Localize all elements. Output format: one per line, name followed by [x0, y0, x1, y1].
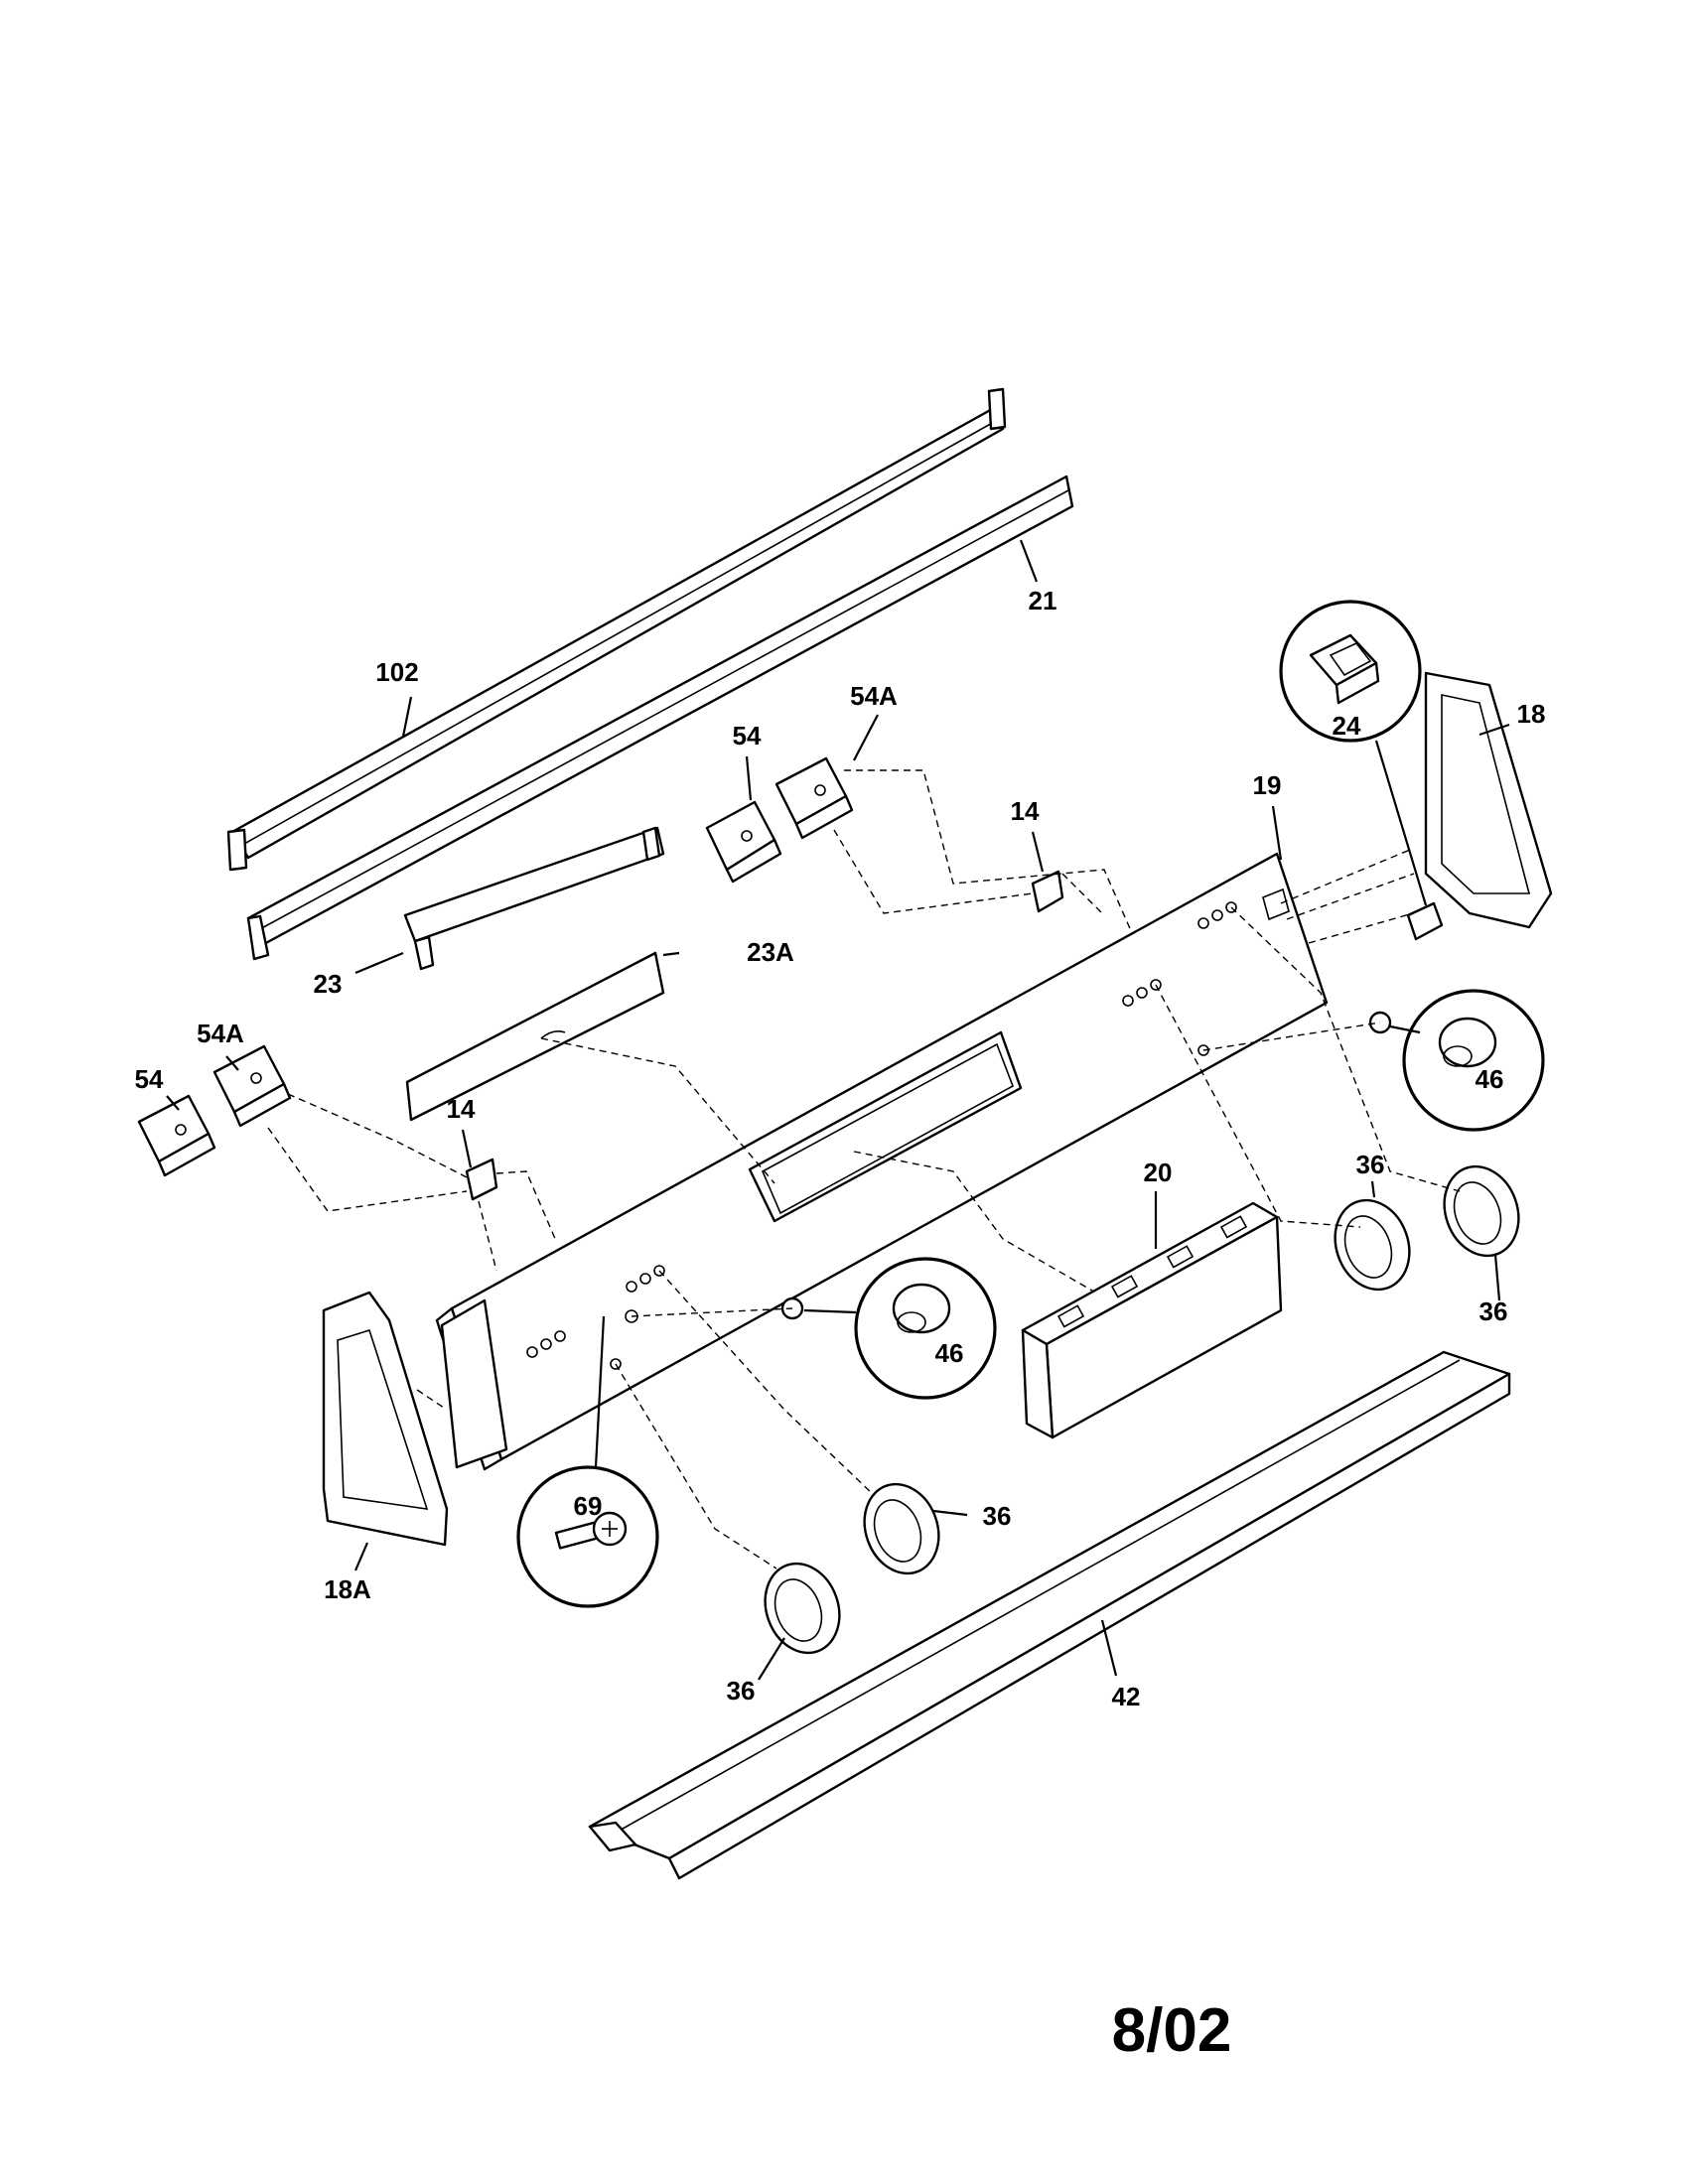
part-19-control-panel: [435, 852, 1329, 1471]
label-36-bottom: 36: [727, 1676, 756, 1706]
part-23-bracket: [403, 826, 665, 971]
part-54a-switch-top: [774, 756, 854, 840]
part-18a-end-cap-left: [322, 1291, 449, 1547]
leader-lines: [166, 539, 1510, 1681]
part-labels: 102 21 54 54A 14 19 24 18 23 23A 46 54A …: [135, 586, 1546, 1711]
label-36-right-lower: 36: [1479, 1297, 1508, 1326]
callout-46-knob-center: [854, 1257, 997, 1400]
part-21-channel: [246, 475, 1074, 961]
label-46-center: 46: [935, 1338, 964, 1368]
label-69: 69: [574, 1491, 603, 1521]
part-36-knob-right-upper: [1334, 1198, 1411, 1292]
callout-46-knob-right: [1402, 989, 1545, 1132]
label-36-center: 36: [983, 1501, 1012, 1531]
assembly-dashed-lines: [267, 769, 1461, 1570]
label-54a-left: 54A: [197, 1019, 244, 1048]
part-20-control-module: [1021, 1201, 1283, 1439]
part-54-switch-left: [137, 1094, 216, 1177]
part-42-trim-strip: [588, 1350, 1511, 1880]
part-24-switch-installed: [1406, 901, 1444, 941]
label-54a-top: 54A: [850, 681, 898, 711]
label-18a: 18A: [324, 1574, 371, 1604]
part-54-switch-top: [705, 800, 782, 884]
callout-69-screw: [516, 1465, 659, 1608]
part-36-knob-center: [863, 1482, 940, 1575]
label-24: 24: [1333, 711, 1361, 741]
part-54a-switch-left: [212, 1044, 292, 1128]
part-36-knob-bottom: [764, 1562, 841, 1655]
label-21: 21: [1029, 586, 1057, 615]
panel-holes: [526, 901, 1237, 1370]
label-54-left: 54: [135, 1064, 164, 1094]
label-23a: 23A: [747, 937, 794, 967]
label-20: 20: [1144, 1158, 1173, 1187]
part-36-knob-right-lower: [1443, 1164, 1520, 1258]
part-14-clip-left: [465, 1158, 498, 1201]
label-19: 19: [1253, 770, 1282, 800]
part-102-strip: [226, 387, 1007, 872]
date-code: 8/02: [1112, 1996, 1232, 2065]
label-14-left: 14: [447, 1094, 476, 1124]
part-18-end-cap-right: [1424, 671, 1553, 929]
callout-24-rocker-switch: [1279, 600, 1422, 743]
label-42: 42: [1112, 1682, 1141, 1711]
part-14-clip-top: [1031, 870, 1064, 913]
label-14-top: 14: [1011, 796, 1040, 826]
label-46-right: 46: [1476, 1064, 1504, 1094]
label-23: 23: [314, 969, 343, 999]
label-102: 102: [375, 657, 418, 687]
label-54-top: 54: [733, 721, 762, 751]
part-23a-bracket: [405, 951, 665, 1122]
label-36-right-upper: 36: [1356, 1150, 1385, 1179]
label-18: 18: [1517, 699, 1546, 729]
